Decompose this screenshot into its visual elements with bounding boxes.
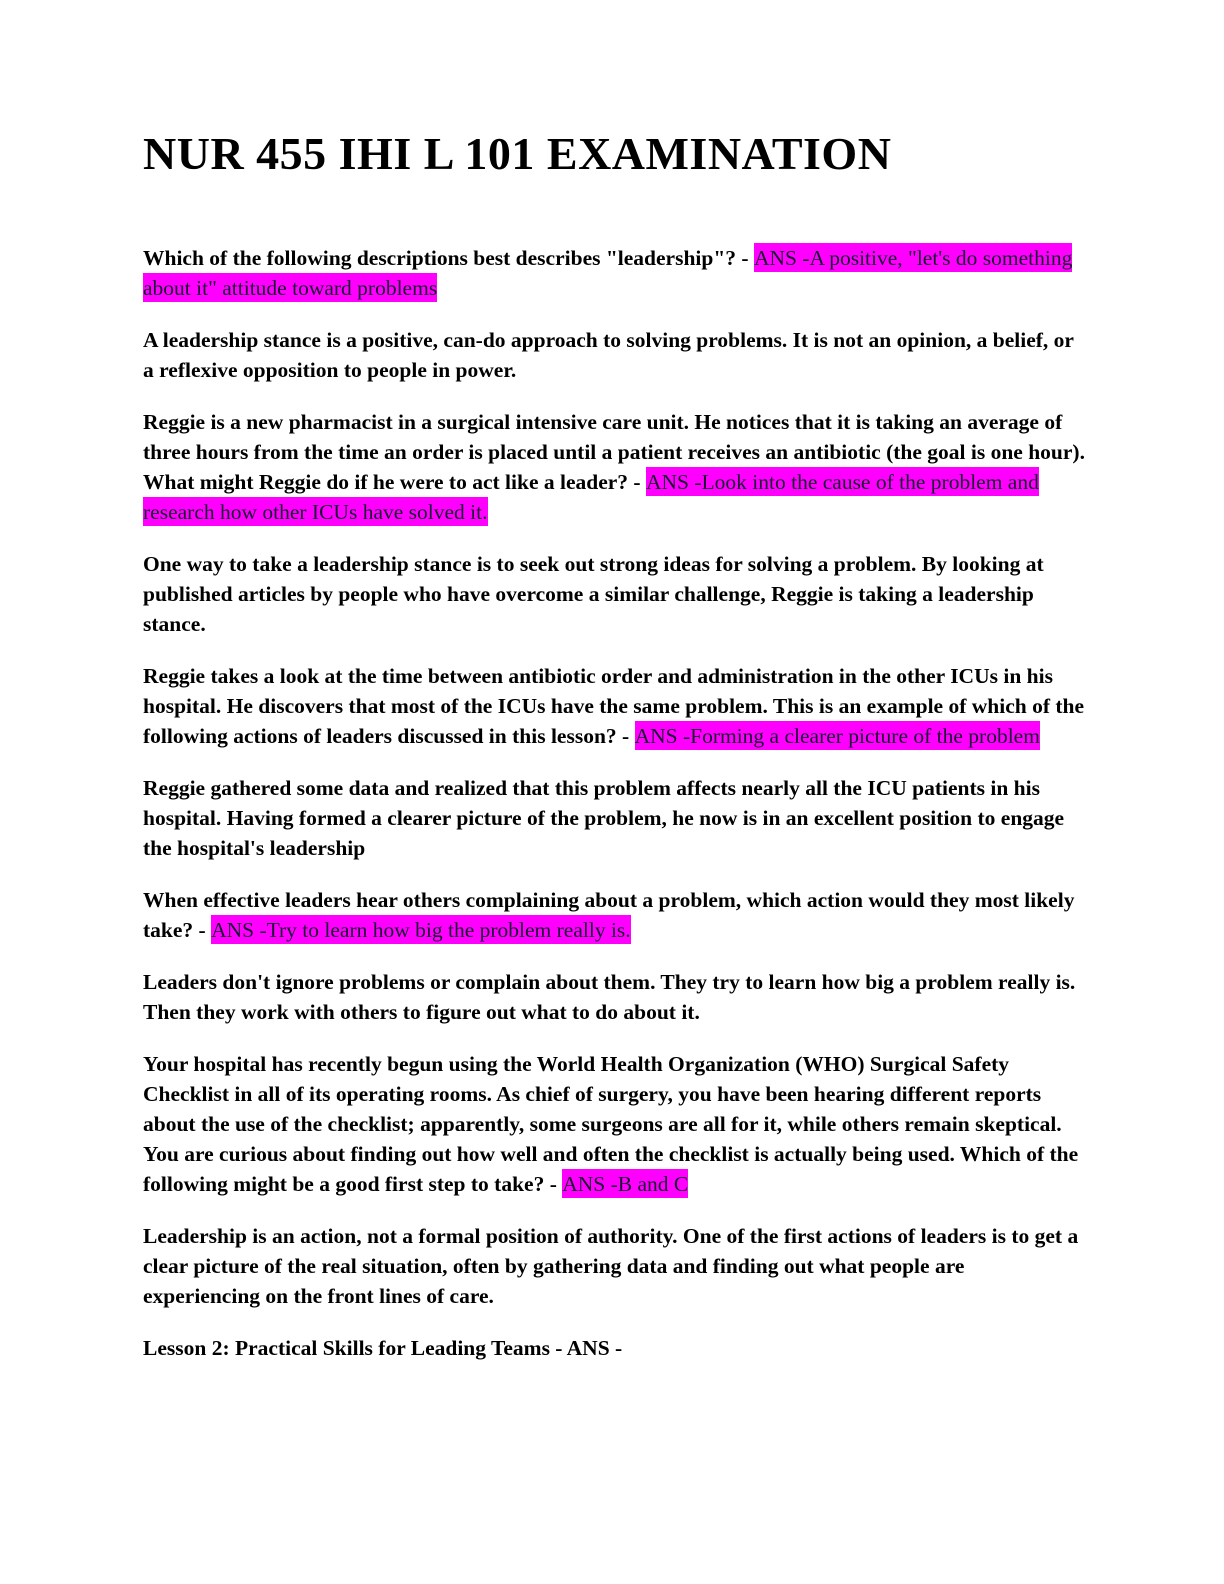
- paragraph: One way to take a leadership stance is t…: [143, 549, 1086, 639]
- document-body: Which of the following descriptions best…: [143, 242, 1086, 1363]
- question-text: Lesson 2: Practical Skills for Leading T…: [143, 1335, 623, 1360]
- paragraph: Reggie is a new pharmacist in a surgical…: [143, 407, 1086, 527]
- question-text: Leadership is an action, not a formal po…: [143, 1223, 1079, 1308]
- paragraph: Which of the following descriptions best…: [143, 242, 1086, 303]
- question-text: A leadership stance is a positive, can-d…: [143, 327, 1074, 382]
- paragraph: Leaders don't ignore problems or complai…: [143, 967, 1086, 1027]
- question-text: Leaders don't ignore problems or complai…: [143, 969, 1076, 1024]
- document-title: NUR 455 IHI L 101 EXAMINATION: [143, 128, 892, 179]
- paragraph: Reggie takes a look at the time between …: [143, 661, 1086, 751]
- question-text: When effective leaders hear others compl…: [143, 887, 1075, 942]
- paragraph: Lesson 2: Practical Skills for Leading T…: [143, 1333, 1086, 1363]
- answer-highlight: ANS -Try to learn how big the problem re…: [211, 914, 631, 944]
- question-text: Which of the following descriptions best…: [143, 245, 754, 270]
- question-text: Reggie takes a look at the time between …: [143, 663, 1085, 748]
- answer-highlight: ANS -Forming a clearer picture of the pr…: [634, 720, 1040, 750]
- paragraph: Your hospital has recently begun using t…: [143, 1049, 1086, 1199]
- paragraph: Leadership is an action, not a formal po…: [143, 1221, 1086, 1311]
- question-text: Reggie gathered some data and realized t…: [143, 775, 1065, 860]
- question-text: One way to take a leadership stance is t…: [143, 551, 1044, 636]
- paragraph: When effective leaders hear others compl…: [143, 885, 1086, 945]
- question-text: Your hospital has recently begun using t…: [143, 1051, 1079, 1196]
- paragraph: A leadership stance is a positive, can-d…: [143, 325, 1086, 385]
- paragraph: Reggie gathered some data and realized t…: [143, 773, 1086, 863]
- answer-highlight: ANS -B and C: [562, 1168, 689, 1198]
- question-text: Reggie is a new pharmacist in a surgical…: [143, 409, 1085, 494]
